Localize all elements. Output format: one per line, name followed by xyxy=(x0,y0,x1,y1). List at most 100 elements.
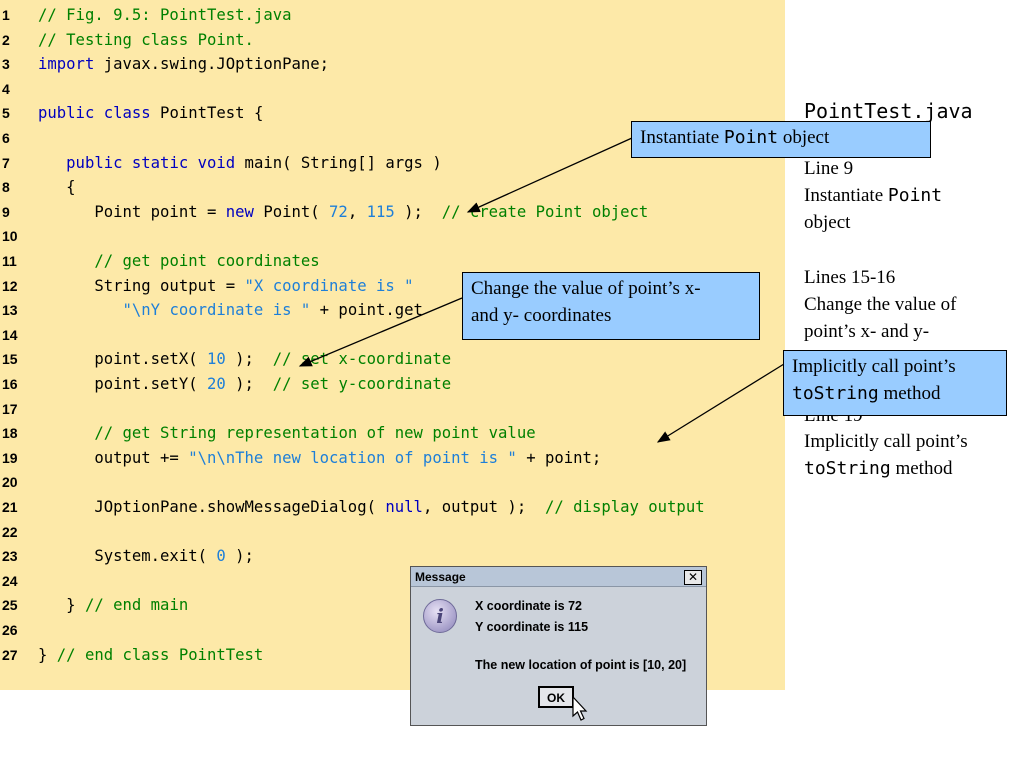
line-number: 2 xyxy=(2,31,10,48)
code-token xyxy=(38,252,94,270)
line-number: 23 xyxy=(2,548,18,565)
code-line: 5 public class PointTest { xyxy=(0,101,263,126)
line-number: 7 xyxy=(2,154,10,171)
code-line: 1 // Fig. 9.5: PointTest.java xyxy=(0,3,291,28)
information-icon: i xyxy=(423,599,457,633)
code-token: point.setY( xyxy=(38,375,207,393)
code-line: 14 xyxy=(0,323,38,348)
line-number: 24 xyxy=(2,572,18,589)
code-token: 0 xyxy=(216,547,226,566)
dialog-title: Message xyxy=(411,567,706,587)
callout-change-coordinates: Change the value of point’s x- and y- co… xyxy=(462,272,760,340)
code-token: System.exit( xyxy=(38,547,217,566)
code-token: // display output xyxy=(545,498,705,516)
code-token: ); xyxy=(225,350,273,369)
code-token: // end main xyxy=(84,596,189,615)
side-note-line19-desc: Implicitly call point’s xyxy=(804,431,968,452)
side-note-line9-desc: Instantiate Point xyxy=(804,185,943,206)
code-token: ); xyxy=(225,547,254,566)
line-number: 17 xyxy=(2,400,18,417)
code-listing-panel: 1 // Fig. 9.5: PointTest.java 2 // Testing … xyxy=(0,0,785,690)
code-token xyxy=(38,424,94,442)
code-token: public class xyxy=(38,104,151,123)
code-line: 6 xyxy=(0,126,38,151)
side-note-lines15-desc: Change the value of xyxy=(804,294,957,315)
line-number: 11 xyxy=(2,253,17,269)
code-token: PointTest { xyxy=(150,104,264,123)
code-token: , output ); xyxy=(422,498,545,516)
code-token: main( String[] args ) xyxy=(235,153,442,172)
code-token: public static void xyxy=(66,153,236,172)
code-token: } xyxy=(38,645,57,664)
code-line: 27} // end class PointTest xyxy=(0,643,263,668)
code-line: 16 point.setY( 20 ); // set y-coordinate xyxy=(0,372,451,397)
line-number: 14 xyxy=(2,326,18,343)
code-line: 22 xyxy=(0,520,38,545)
side-note-line9-desc-end: object xyxy=(804,212,851,233)
line-number: 9 xyxy=(2,203,10,220)
code-token: point.setX( xyxy=(38,350,207,369)
code-token: // set x-coordinate xyxy=(272,350,452,369)
code-line: 20 xyxy=(0,470,38,495)
code-token: { xyxy=(38,178,76,197)
code-token: // end class PointTest xyxy=(56,645,264,664)
code-token xyxy=(38,301,123,319)
line-number: 15 xyxy=(2,351,18,368)
code-token: + point; xyxy=(516,448,602,467)
code-token: + point.get xyxy=(310,301,423,320)
line-number: 4 xyxy=(2,80,10,97)
code-token: ); xyxy=(394,202,442,221)
code-line: 19 output += "\n\nThe new location of po… xyxy=(0,446,601,471)
code-token: "\nY coordinate is " xyxy=(122,301,311,320)
code-token: new xyxy=(225,202,254,221)
code-token: ); xyxy=(225,375,273,393)
code-line: 21 JOptionPane.showMessageDialog( null, … xyxy=(0,495,705,520)
line-number: 12 xyxy=(2,277,18,294)
dialog-message-line-3: The new location of point is [10, 20] xyxy=(475,658,687,672)
code-token: "X coordinate is " xyxy=(244,276,414,295)
message-dialog: Message ✕ i X coordinate is 72 Y coordin… xyxy=(410,566,707,726)
line-number: 22 xyxy=(2,523,18,540)
code-token: // get point coordinates xyxy=(94,252,320,270)
line-number: 27 xyxy=(2,646,18,663)
code-token: javax.swing.JOptionPane; xyxy=(94,55,330,74)
line-number: 13 xyxy=(2,302,18,319)
code-token xyxy=(38,154,66,172)
line-number: 16 xyxy=(2,376,18,392)
code-token: // Fig. 9.5: PointTest.java xyxy=(38,6,292,24)
line-number: 8 xyxy=(2,179,10,196)
code-token: // get String representation of new poin… xyxy=(94,424,536,443)
close-icon[interactable]: ✕ xyxy=(684,570,702,585)
line-number: 18 xyxy=(2,425,18,442)
code-token: 20 xyxy=(207,375,226,393)
line-number: 5 xyxy=(2,105,10,122)
callout-instantiate: Instantiate Point object xyxy=(631,121,931,158)
code-token: // set y-coordinate xyxy=(272,375,452,393)
code-line: 11 // get point coordinates xyxy=(0,249,320,274)
line-number: 26 xyxy=(2,622,18,638)
ok-button[interactable]: OK xyxy=(538,686,574,708)
code-token: Point( xyxy=(253,202,330,221)
code-token: Point point = xyxy=(38,202,226,221)
code-line: 12 String output = "X coordinate is " xyxy=(0,274,414,299)
code-line: 2 // Testing class Point. xyxy=(0,28,254,53)
code-line: 26 xyxy=(0,618,38,643)
line-number: 1 xyxy=(2,7,10,23)
side-note-line9: Line 9 xyxy=(804,158,854,179)
side-note-lines15: Lines 15-16 xyxy=(804,267,896,288)
line-number: 3 xyxy=(2,56,10,73)
dialog-message-line-1: X coordinate is 72 xyxy=(475,599,582,613)
side-note-lines15-desc-2: point’s x- and y- xyxy=(804,321,930,342)
code-token: , xyxy=(347,202,367,221)
code-line: 17 xyxy=(0,397,38,422)
code-token: 115 xyxy=(366,202,395,221)
code-token: JOptionPane.showMessageDialog( xyxy=(38,498,386,516)
code-line: 9 Point point = new Point( 72, 115 ); //… xyxy=(0,200,648,225)
code-line: 24 xyxy=(0,569,38,594)
side-note-filename: PointTest.java xyxy=(804,99,973,123)
code-line: 10 xyxy=(0,224,38,249)
code-line: 25 } // end main xyxy=(0,593,188,618)
line-number: 20 xyxy=(2,474,18,491)
code-token: // Testing class Point. xyxy=(38,30,254,49)
